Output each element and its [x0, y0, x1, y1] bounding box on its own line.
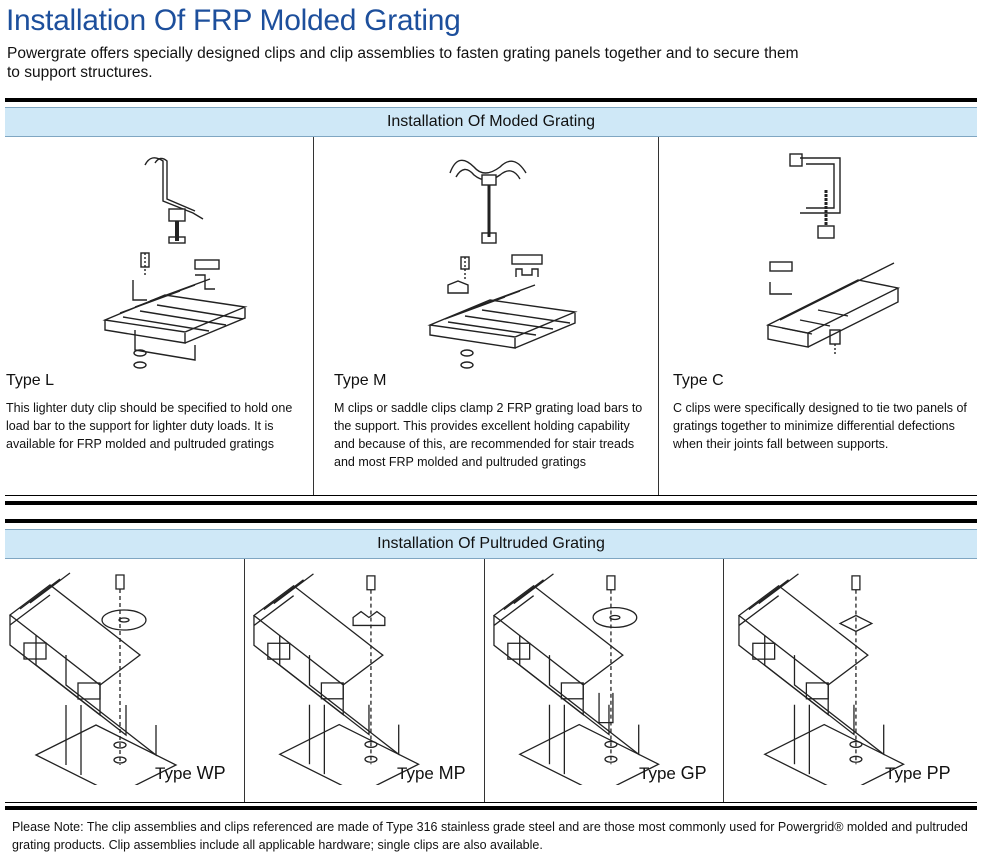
- type-mp-code: MP: [438, 763, 466, 783]
- type-pp-assembly-illustration: [737, 573, 905, 785]
- section-rule: [5, 495, 977, 496]
- type-l-title: Type L: [6, 372, 55, 389]
- type-m-clip-illustration: [427, 159, 578, 369]
- type-l-clip-illustration: [102, 157, 248, 369]
- type-gp-code: GP: [680, 763, 707, 783]
- section-rule: [5, 501, 977, 505]
- section-rule: [5, 806, 977, 810]
- type-mp-assembly-illustration: [252, 573, 420, 785]
- column-divider: [244, 559, 245, 802]
- type-pp-prefix: Type: [885, 764, 922, 783]
- type-pp-code: PP: [926, 763, 951, 783]
- type-mp-label: Type MP: [397, 763, 466, 784]
- footer-note: Please Note: The clip assemblies and cli…: [12, 820, 968, 852]
- column-divider: [723, 559, 724, 802]
- type-mp-prefix: Type: [397, 764, 434, 783]
- section-rule: [5, 98, 977, 102]
- type-c-clip-illustration: [765, 153, 901, 356]
- type-wp-assembly-illustration: [8, 572, 178, 785]
- page-title: Installation Of FRP Molded Grating: [6, 4, 461, 37]
- type-m-description: M clips or saddle clips clamp 2 FRP grat…: [334, 401, 643, 469]
- type-c-description: C clips were specifically designed to ti…: [673, 401, 967, 451]
- section-rule: [5, 519, 977, 523]
- pultruded-section-title: Installation Of Pultruded Grating: [5, 529, 977, 559]
- type-gp-prefix: Type: [639, 764, 676, 783]
- column-divider: [313, 137, 314, 495]
- section-rule: [5, 802, 977, 803]
- type-wp-code: WP: [196, 763, 226, 783]
- type-gp-label: Type GP: [639, 763, 707, 784]
- type-pp-label: Type PP: [885, 763, 951, 784]
- column-divider: [658, 137, 659, 495]
- type-c-title: Type C: [673, 372, 724, 389]
- type-wp-label: Type WP: [155, 763, 226, 784]
- intro-text: Powergrate offers specially designed cli…: [7, 45, 799, 81]
- type-gp-assembly-illustration: [492, 573, 660, 785]
- molded-section-title: Installation Of Moded Grating: [5, 107, 977, 137]
- type-l-description: This lighter duty clip should be specifi…: [6, 401, 293, 451]
- type-m-title: Type M: [334, 372, 387, 389]
- column-divider: [484, 559, 485, 802]
- type-wp-prefix: Type: [155, 764, 192, 783]
